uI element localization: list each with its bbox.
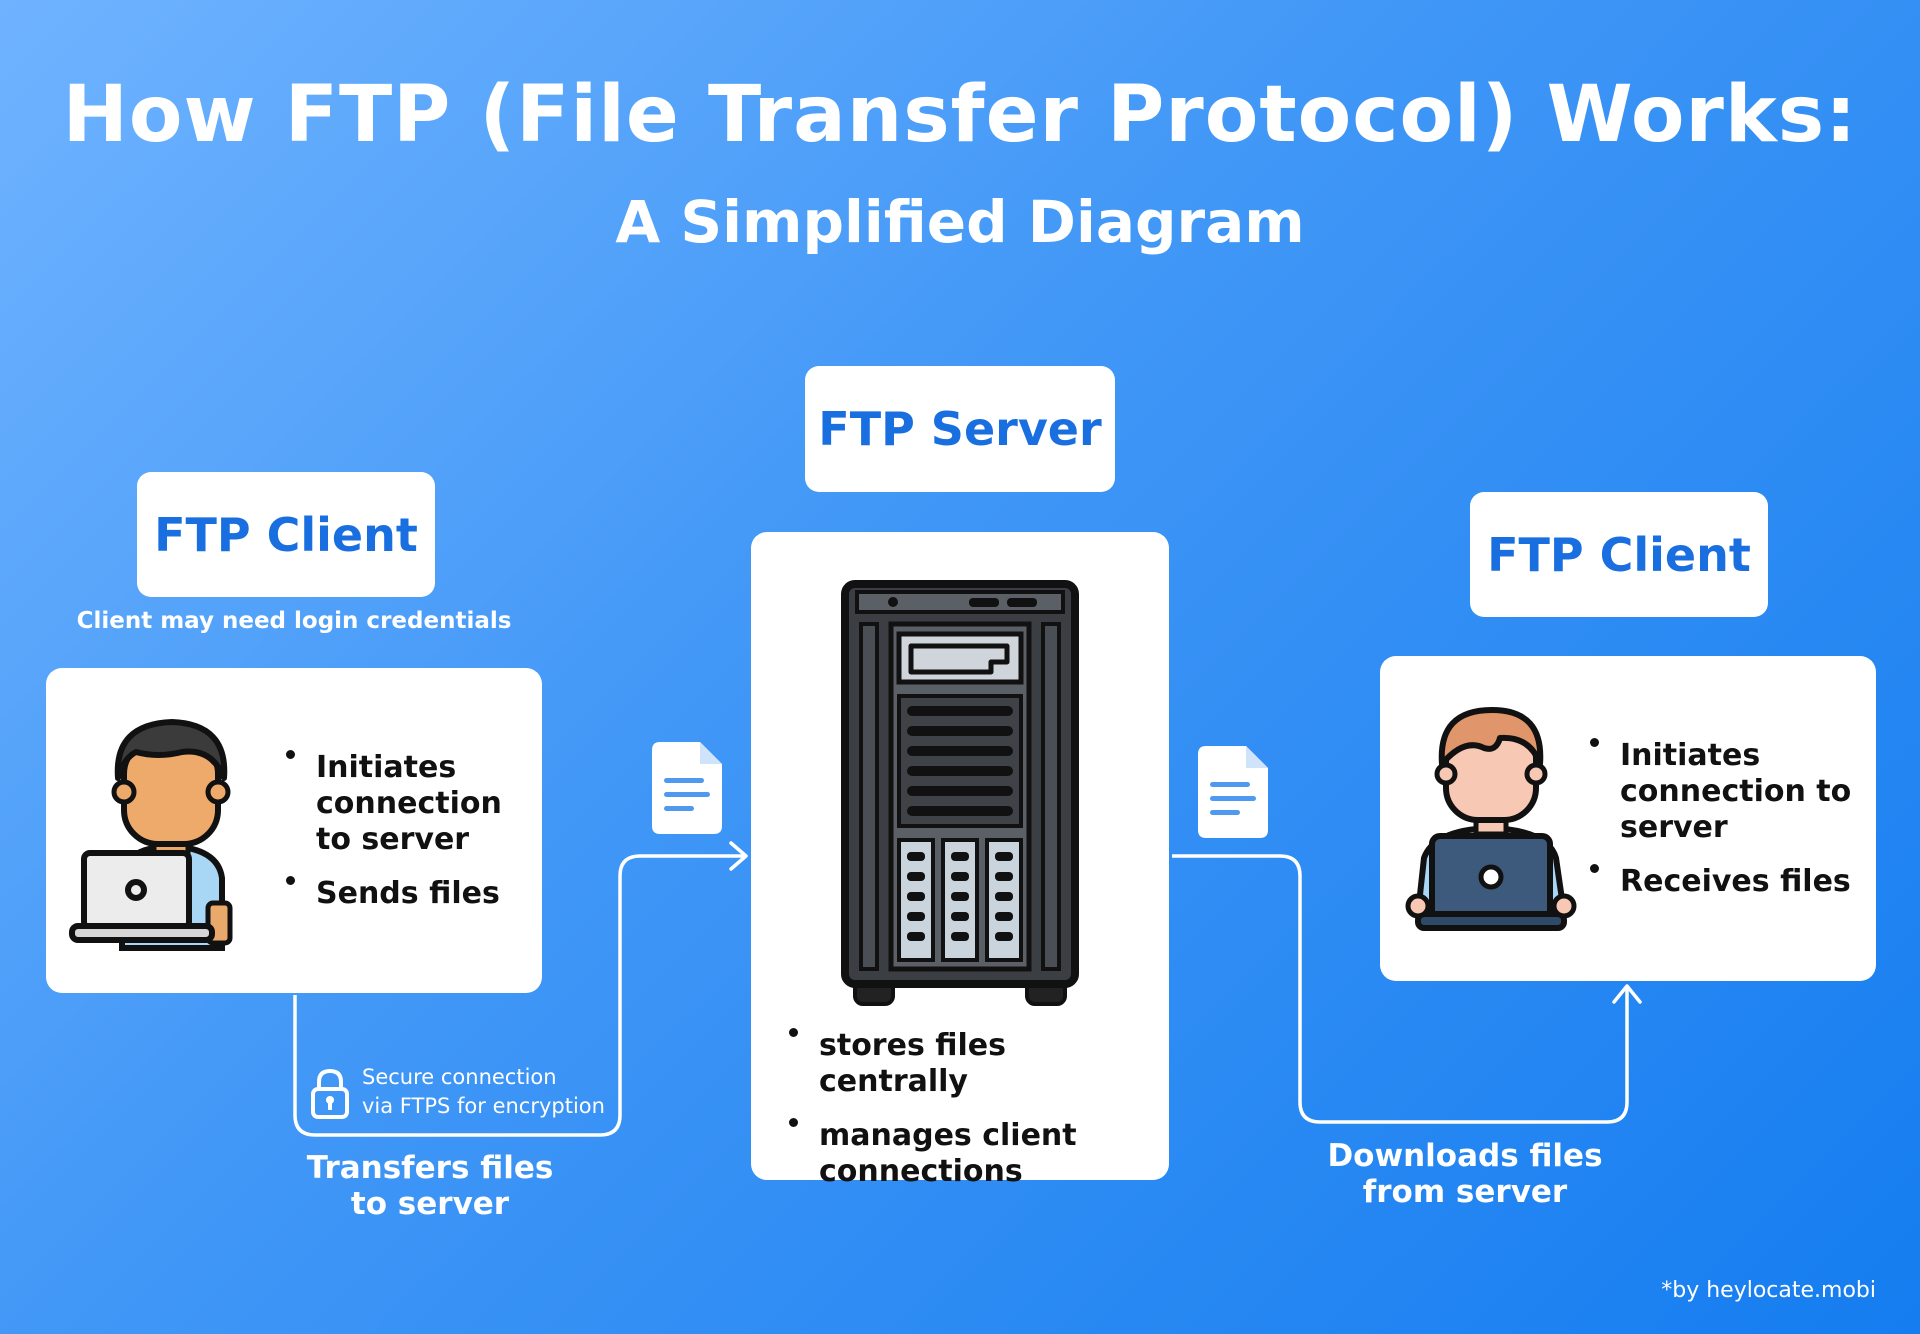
document-icon — [652, 742, 722, 834]
lock-icon — [311, 1068, 349, 1119]
list-item: Receives files — [1590, 864, 1860, 900]
server-rack-icon — [841, 580, 1079, 1006]
list-item: Initiates connection to server — [286, 750, 526, 858]
upload-arrowhead — [729, 841, 748, 871]
page-subtitle: A Simplified Diagram — [615, 188, 1305, 256]
server-label: FTP Server — [805, 366, 1115, 492]
list-item: Initiates connection to server — [1590, 738, 1860, 846]
left-client-bullets: Initiates connection to server Sends fil… — [286, 750, 526, 912]
upload-connector — [293, 854, 745, 1137]
download-caption: Downloads files from server — [1300, 1138, 1630, 1210]
right-client-bullets: Initiates connection to server Receives … — [1590, 738, 1860, 900]
right-client-label: FTP Client — [1470, 492, 1768, 617]
right-client-card: Initiates connection to server Receives … — [1380, 656, 1876, 981]
credit-text: *by heylocate.mobi — [1661, 1278, 1876, 1303]
login-note: Client may need login credentials — [76, 608, 512, 634]
person-laptop-icon — [69, 719, 233, 951]
server-card: stores files centrally manages client co… — [751, 532, 1169, 1189]
person-laptop-icon — [1405, 707, 1577, 931]
download-arrowhead — [1612, 984, 1642, 1004]
caption-line: from server — [1362, 1174, 1568, 1210]
left-client-card: Initiates connection to server Sends fil… — [46, 668, 542, 993]
server-bullets: stores files centrally manages client co… — [789, 1028, 1159, 1190]
security-note-line: Secure connection — [362, 1065, 557, 1089]
security-note-line: via FTPS for encryption — [362, 1094, 605, 1118]
upload-caption: Transfers files to server — [280, 1150, 580, 1222]
list-item: stores files centrally — [789, 1028, 1159, 1100]
caption-line: to server — [350, 1186, 510, 1222]
security-note: Secure connection via FTPS for encryptio… — [362, 1063, 622, 1121]
page-title: How FTP (File Transfer Protocol) Works: — [62, 70, 1858, 160]
caption-line: Downloads files — [1327, 1138, 1603, 1174]
caption-line: Transfers files — [306, 1150, 554, 1186]
left-client-label: FTP Client — [137, 472, 435, 597]
list-item: Sends files — [286, 876, 526, 912]
download-connector — [1172, 854, 1629, 1124]
document-icon — [1198, 746, 1268, 838]
list-item: manages client connections — [789, 1118, 1159, 1190]
